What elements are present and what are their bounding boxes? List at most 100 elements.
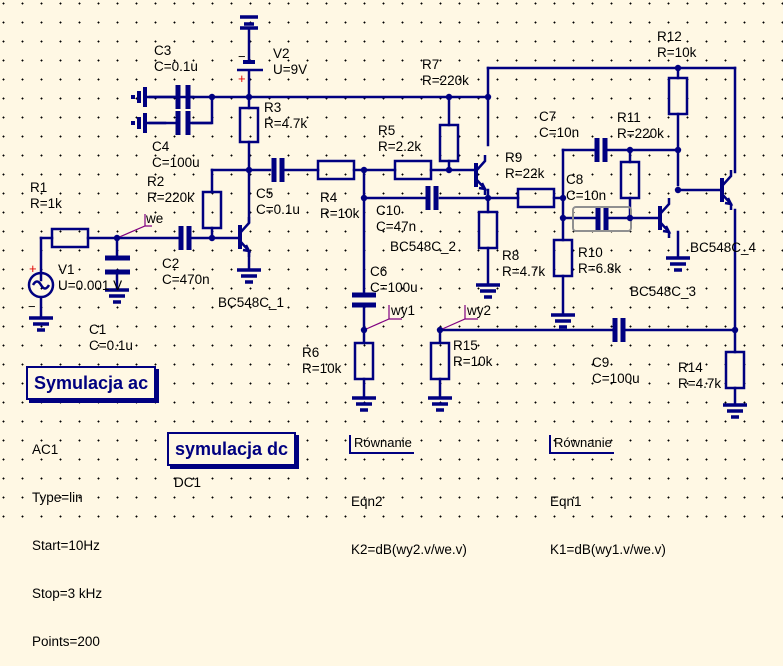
ground-icon	[237, 268, 261, 284]
ground-icon	[428, 396, 452, 412]
name: C1	[89, 322, 107, 337]
battery-V2	[237, 15, 263, 72]
equation-eqn2[interactable]: Eqn2 K2=dB(wy2.v/we.v)	[351, 462, 467, 574]
junction-dot	[360, 326, 368, 334]
value: C=10n	[566, 188, 607, 203]
value: C=10n	[539, 125, 580, 140]
minus-sign-V2: −	[238, 49, 246, 64]
capacitor-C4	[175, 111, 191, 135]
value: C=470n	[162, 272, 210, 287]
npn-transistor-Q4	[720, 170, 734, 210]
junction-dot	[445, 166, 453, 174]
node-label-wy1[interactable]: wy1	[391, 303, 416, 318]
junction-dot	[208, 234, 216, 242]
resistor-R10	[552, 238, 574, 278]
name: C10	[376, 203, 401, 218]
node-label-leader-wy2	[439, 305, 478, 331]
node-label-we[interactable]: we	[146, 211, 164, 226]
dc-simulation-block[interactable]: symulacja dc	[167, 432, 297, 466]
dc-simulation-title: symulacja dc	[175, 439, 289, 459]
equation-header-eqn1[interactable]: Równanie	[549, 435, 614, 454]
label-Q1[interactable]: BC548C_1	[218, 295, 284, 311]
junction-dot	[626, 214, 634, 222]
resistor-R12	[667, 76, 689, 116]
name: R11	[617, 110, 641, 125]
value: R=6.8k	[578, 261, 622, 276]
name: C6	[370, 264, 388, 279]
value: C=0.1u	[89, 338, 133, 353]
equation-header-eqn2[interactable]: Równanie	[349, 435, 414, 454]
resistor-R11	[619, 160, 641, 200]
value: C=100u	[592, 371, 640, 386]
dc-simulation-name: DC1	[174, 475, 202, 490]
value: R=10k	[657, 45, 697, 60]
junction-dot	[674, 64, 682, 72]
name: C8	[566, 172, 584, 187]
ground-icon	[666, 256, 690, 272]
value: C=100u	[152, 155, 200, 170]
label-Q4[interactable]: BC548C_4	[690, 240, 756, 256]
ground-icon	[105, 288, 129, 304]
node-label-wy2[interactable]: wy2	[467, 303, 492, 318]
resistor-R5	[393, 159, 433, 181]
ac-source-V1	[27, 271, 55, 299]
ac-simulation-block[interactable]: Symulacja ac	[26, 366, 157, 400]
value: R=1k	[30, 196, 62, 211]
npn-transistor-Q1	[238, 217, 252, 257]
node-label-leader-we	[116, 214, 152, 239]
junction-dot	[484, 194, 492, 202]
name: C3	[154, 43, 172, 58]
junction-dot	[559, 214, 567, 222]
ac-simulation-params: AC1 Type=lin Start=10Hz Stop=3 kHz Point…	[32, 410, 102, 666]
name: BC548C_2	[390, 239, 457, 254]
resistor-R1	[50, 227, 90, 249]
junction-dot	[674, 146, 682, 154]
capacitor-C8	[595, 206, 609, 230]
equation-expr: K1=dB(wy1.v/we.v)	[550, 542, 666, 557]
name: R2	[147, 174, 165, 189]
junction-dot	[559, 194, 567, 202]
equation-expr: K2=dB(wy2.v/we.v)	[351, 542, 467, 557]
label-Q3[interactable]: BC548C_3	[630, 284, 696, 300]
name: C5	[256, 186, 274, 201]
junction-dot	[674, 186, 682, 194]
equation-eqn1[interactable]: Eqn1 K1=dB(wy1.v/we.v)	[550, 462, 666, 574]
value: R=4.7k	[264, 116, 308, 131]
junction-dot	[626, 146, 634, 154]
junction-dot	[445, 93, 453, 101]
ac-sim-param: Start=10Hz	[32, 538, 100, 553]
capacitor-C2	[178, 226, 192, 250]
value: C=47n	[376, 219, 417, 234]
resistor-R2	[201, 190, 223, 230]
resistor-R3	[238, 106, 260, 144]
name: C9	[592, 355, 610, 370]
label-Q2[interactable]: BC548C_2	[390, 239, 456, 255]
